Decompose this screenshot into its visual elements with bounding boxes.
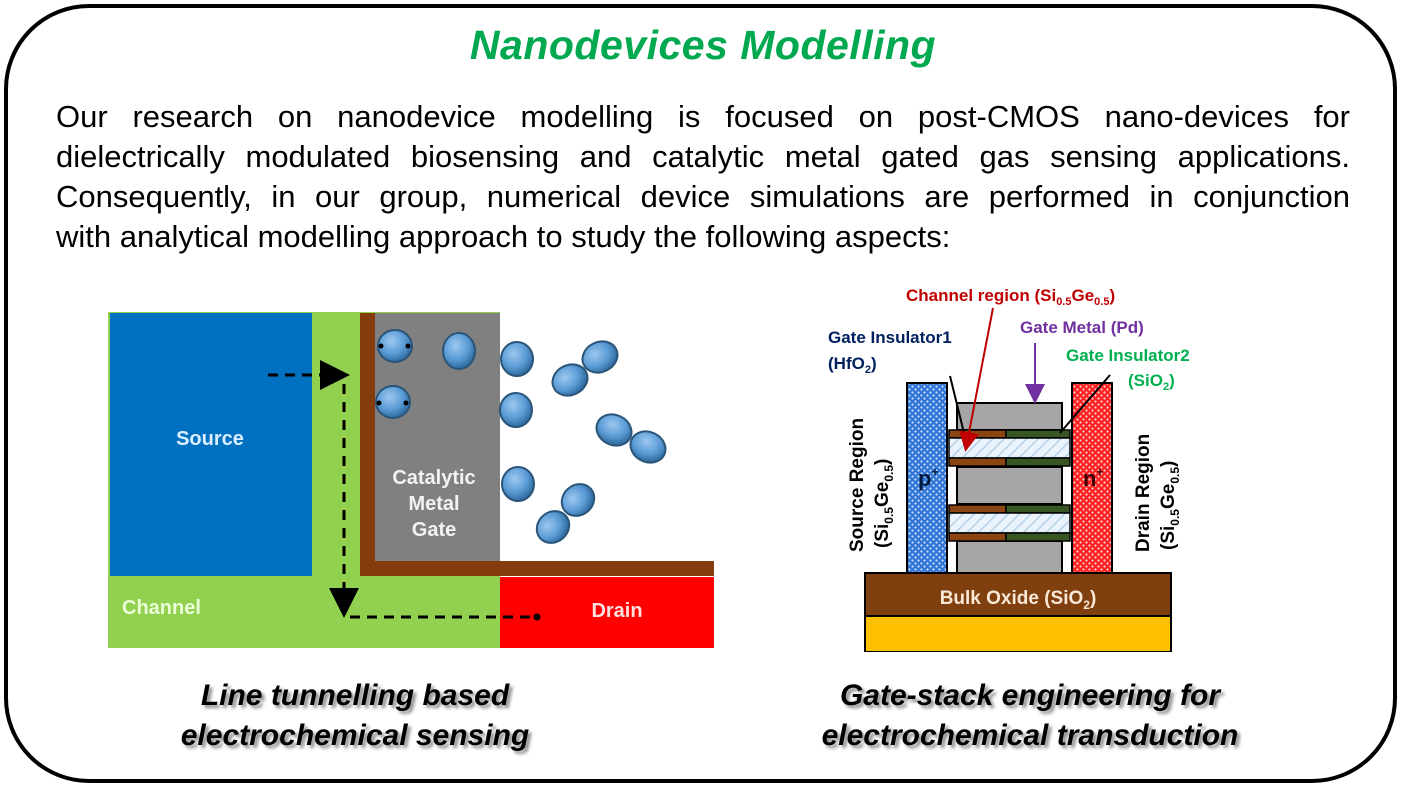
gas-molecule (560, 483, 596, 517)
gate-metal-middle (956, 466, 1063, 505)
intro-line: dielectrically modulated biosensing and … (56, 139, 1350, 174)
drain-label: Drain (591, 600, 642, 622)
gate-insulator1-hfo2 (948, 429, 1007, 439)
gate-insulator2-sio2 (1005, 457, 1071, 467)
electron-dot (533, 613, 541, 621)
source-region-material: (Si0.5Ge0.5) (872, 459, 896, 548)
channel-region-label: Channel region (Si0.5Ge0.5) (906, 286, 1115, 308)
gas-molecule (581, 340, 619, 374)
gate-insulator1-hfo2 (948, 532, 1007, 542)
intro-paragraph: Our research on nanodevice modelling is … (56, 97, 1350, 257)
source-p-plus-region (906, 382, 948, 574)
rounded-frame (4, 4, 1397, 783)
adsorbed-molecule (377, 329, 413, 363)
gas-molecule (499, 392, 533, 428)
gate-insulator2-sio2 (1005, 532, 1071, 542)
substrate (864, 615, 1172, 652)
gate-label-1: Catalytic (392, 467, 475, 489)
source-region-label: Source Region (847, 418, 868, 552)
bulk-oxide (864, 572, 1172, 617)
drain-region-material: (Si0.5Ge0.5) (1158, 461, 1182, 550)
gate-insulator1-hfo2 (948, 457, 1007, 467)
pointer-gate-insulator1 (949, 375, 965, 434)
left-caption: Line tunnelling based electrochemical se… (120, 676, 590, 756)
p-plus-label: p+ (918, 465, 938, 491)
gas-molecule (501, 466, 535, 502)
pointer-channel-region (959, 307, 994, 452)
gate-insulator1-label: Gate Insulator1 (828, 328, 952, 347)
gate-metal-bottom (956, 540, 1063, 574)
gate-label-3: Gate (412, 519, 456, 541)
page-title: Nanodevices Modelling (469, 22, 937, 68)
line-tunnelling-diagram: Source Channel Catalytic Metal Gate Drai… (108, 312, 714, 648)
pointer-gate-insulator2 (1059, 374, 1111, 434)
gate-insulator1-material: (HfO2) (828, 354, 877, 376)
left-caption-line2: electrochemical sensing (180, 719, 530, 752)
gate-insulator2-label: Gate Insulator2 (1066, 346, 1190, 365)
right-caption-line1: Gate-stack engineering for (839, 679, 1221, 712)
gas-molecule (442, 332, 476, 370)
channel-label: Channel (122, 597, 201, 619)
n-plus-label: n+ (1083, 465, 1103, 491)
gate-insulator2-sio2 (1005, 504, 1071, 514)
drain-region (500, 577, 714, 648)
gate-insulator2-material: (SiO2) (1128, 371, 1175, 393)
channel-layer (948, 512, 1071, 534)
bulk-oxide-label: Bulk Oxide (SiO2) (940, 588, 1097, 612)
gate-label-2: Metal (408, 493, 459, 515)
gas-molecule (595, 413, 633, 447)
gate-metal-label: Gate Metal (Pd) (1020, 318, 1144, 337)
adsorbed-molecule (375, 385, 411, 419)
right-caption-line2: electrochemical transduction (821, 719, 1239, 752)
intro-line: Consequently, in our group, numerical de… (56, 179, 1350, 214)
source-region (110, 313, 312, 576)
drain-region-label: Drain Region (1133, 434, 1154, 552)
gas-molecule (629, 430, 667, 464)
gas-molecule (535, 510, 571, 544)
intro-line: Our research on nanodevice modelling is … (56, 99, 1350, 134)
left-caption-line1: Line tunnelling based (200, 679, 510, 712)
gas-molecule (500, 341, 534, 377)
drain-n-plus-region (1071, 382, 1113, 574)
gas-molecule (551, 363, 589, 397)
gate-insulator1-hfo2 (948, 504, 1007, 514)
source-label: Source (176, 428, 244, 450)
gate-stack-diagram: Channel region (Si0.5Ge0.5) Gate Metal (… (828, 286, 1190, 652)
intro-line: with analytical modelling approach to st… (56, 219, 951, 254)
right-caption: Gate-stack engineering for electrochemic… (780, 676, 1280, 756)
